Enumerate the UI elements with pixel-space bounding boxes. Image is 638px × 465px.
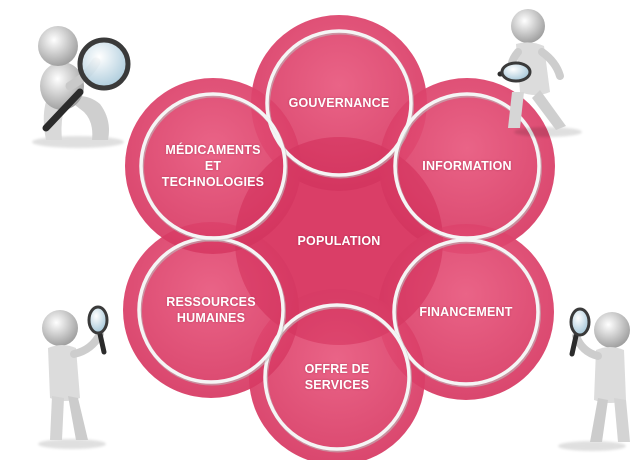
center-label-population: POPULATION [297,234,381,248]
figure-bottom-left-icon [38,305,109,449]
petal-label-financement: FINANCEMENT [419,305,513,319]
ring-medicaments-et-technologies [139,92,287,240]
petal-label-information: INFORMATION [422,159,512,173]
figure-top-right-icon [497,9,582,137]
petal-label-gouvernance: GOUVERNANCE [288,96,390,110]
petal-medicaments-et-technologies [125,78,301,254]
petal-label-offre-de-services: OFFRE DE SERVICES [304,362,370,392]
petal-label-medicaments-et-technologies: MÉDICAMENTS ET TECHNOLOGIES [161,143,265,189]
center-overlap [235,137,443,345]
figure-top-left-icon [32,26,131,148]
ring-gouvernance [265,29,413,177]
petal-ressources-humaines [123,222,299,398]
ring-information [393,92,541,240]
figure-bottom-right-icon [558,307,630,451]
ring-financement [392,238,540,386]
ring-offre-de-services [263,303,411,451]
petal-label-ressources-humaines: RESSOURCES HUMAINES [166,295,256,325]
